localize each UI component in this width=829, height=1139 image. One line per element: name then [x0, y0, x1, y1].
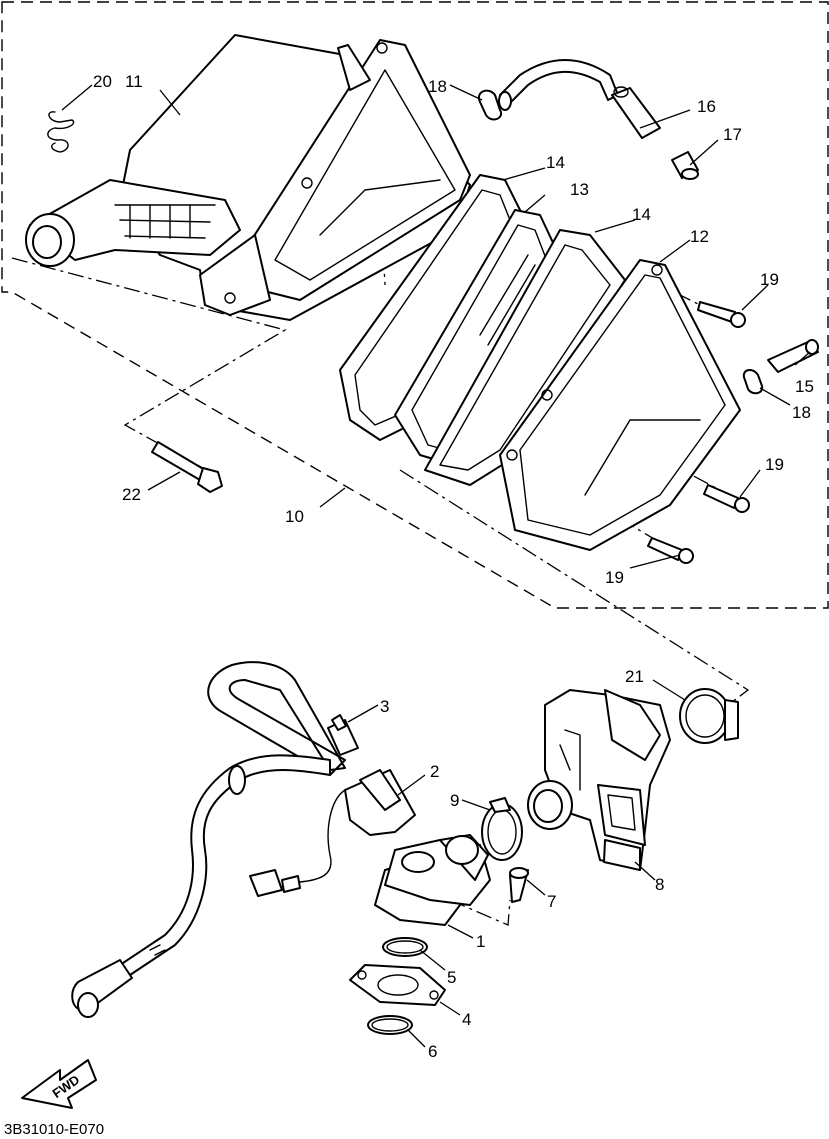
- part-12-air-filter-cap: [499, 259, 741, 551]
- callout-10: 10: [285, 507, 304, 526]
- part-4-gasket: [349, 964, 446, 1006]
- callout-18-top: 18: [428, 77, 447, 96]
- callout-14-second: 14: [632, 205, 651, 224]
- callout-18-right: 18: [792, 403, 811, 422]
- part-18-clamp-right: [742, 369, 764, 395]
- part-1-intake-manifold: [374, 834, 491, 926]
- part-5-o-ring: [382, 937, 428, 957]
- leader-lines: [61, 84, 811, 1048]
- part-19-screw-a: [697, 301, 746, 328]
- part-19-screw-c: [647, 537, 694, 564]
- callout-1: 1: [476, 932, 485, 951]
- callout-19-a: 19: [760, 270, 779, 289]
- callout-5: 5: [447, 968, 456, 987]
- callout-7: 7: [547, 892, 556, 911]
- callout-17: 17: [723, 125, 742, 144]
- callout-15: 15: [795, 377, 814, 396]
- part-11-intake-duct: [25, 179, 241, 267]
- part-22-bolt: [151, 441, 223, 493]
- callout-3: 3: [380, 697, 389, 716]
- breather-hose-top: [498, 59, 619, 111]
- callout-22: 22: [122, 485, 141, 504]
- part-18-clamp-top: [477, 89, 503, 121]
- callout-11: 11: [125, 72, 143, 91]
- callout-21: 21: [625, 667, 644, 686]
- callout-16: 16: [697, 97, 716, 116]
- part-15-drain-plug: [767, 339, 819, 373]
- part-9-hose-clamp: [481, 797, 523, 861]
- callout-12: 12: [690, 227, 709, 246]
- callout-19-c: 19: [605, 568, 624, 587]
- callout-20: 20: [93, 72, 112, 91]
- part-3-sensor: [327, 714, 359, 756]
- callout-6: 6: [428, 1042, 437, 1061]
- callout-13: 13: [570, 180, 589, 199]
- assembly-group-border: [1, 1, 829, 609]
- part-17-plug: [671, 151, 699, 180]
- diagram-code: 3B31010-E070: [4, 1121, 104, 1138]
- part-7-screw: [509, 867, 529, 903]
- callout-8: 8: [655, 875, 664, 894]
- callout-9: 9: [450, 791, 459, 810]
- part-21-clamp: [679, 688, 739, 744]
- callout-2: 2: [430, 762, 439, 781]
- part-6-o-ring: [367, 1015, 413, 1035]
- part-2-injector: [249, 769, 416, 897]
- callout-14-first: 14: [546, 153, 565, 172]
- part-16-tube: [611, 86, 661, 139]
- part-8-throttle-body: [527, 689, 671, 871]
- callouts: 20 11 18 16 17 14 13 14 12 19 15 18 19 1…: [93, 72, 814, 1061]
- callout-4: 4: [462, 1010, 471, 1029]
- callout-19-b: 19: [765, 455, 784, 474]
- fwd-arrow: FWD: [21, 1059, 97, 1109]
- part-19-screw-b: [703, 484, 750, 513]
- crankcase-breather-hose: [71, 661, 346, 1018]
- part-20-clip: [47, 111, 75, 153]
